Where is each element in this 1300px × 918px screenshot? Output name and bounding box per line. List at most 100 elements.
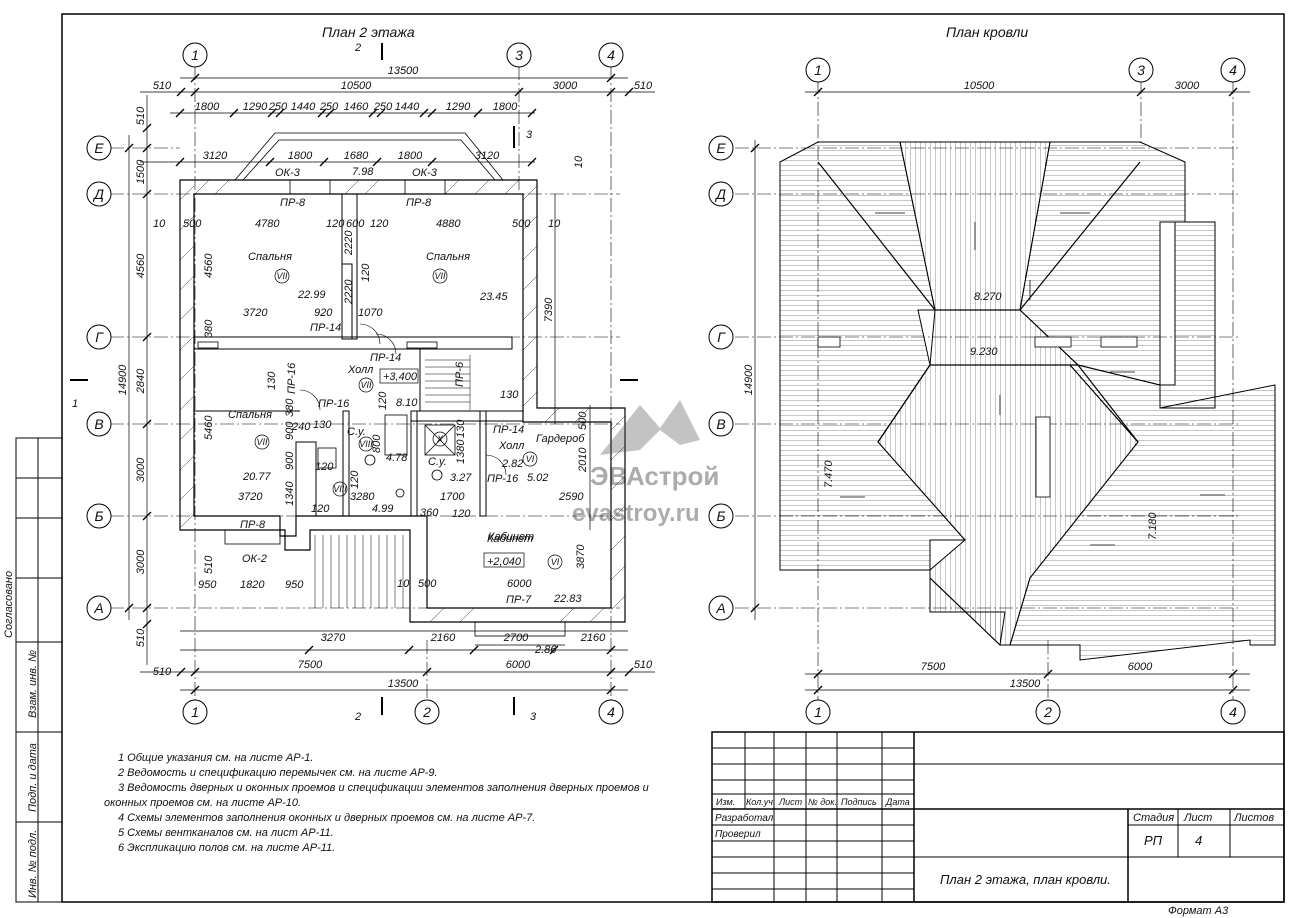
floor-plan-title: План 2 этажа	[322, 24, 415, 40]
fl-2: 7.98	[352, 166, 374, 178]
dim-left-1: 1500	[135, 159, 147, 184]
fl-38: 130	[313, 419, 332, 431]
dim-r3-2: 250	[268, 101, 288, 113]
roof-axis-G: Г	[717, 329, 726, 345]
dim-bottom-a: 7500	[298, 659, 323, 671]
fl-35: 900	[284, 421, 296, 440]
roof-dimension-lines	[754, 91, 1250, 691]
roof-axis-A: А	[715, 600, 725, 616]
fl-20: 1070	[358, 307, 383, 319]
fl-24: 23.45	[479, 291, 508, 303]
dim-r3-0: 1800	[195, 101, 220, 113]
room-num-bath: VIII	[333, 484, 347, 494]
fl-36: 380	[284, 398, 296, 417]
roof-level-3: 7.180	[1147, 512, 1159, 540]
dim-right-10: 10	[573, 155, 585, 168]
side-stamp	[15, 437, 63, 903]
stamp-col-sign: Подпись	[841, 797, 877, 807]
dim-b1-0: 3270	[321, 632, 346, 644]
section-markers	[70, 43, 638, 715]
roof-axis-B: Б	[716, 508, 725, 524]
dim-bottom-b: 6000	[506, 659, 531, 671]
fl-13: 10	[548, 218, 561, 230]
fl-10: 500	[183, 218, 202, 230]
room-num-wc1: VIII	[359, 439, 373, 449]
note-4: 4 Схемы элементов заполнения оконных и д…	[118, 812, 535, 824]
stamp-sheets-header: Листов	[1233, 812, 1274, 824]
section-3-top: 3	[526, 129, 533, 141]
room-num-wc2: X	[436, 434, 444, 444]
fl-43: 1380	[455, 439, 467, 464]
fl-3: ОК-3	[412, 167, 438, 179]
stamp-sheet-header: Лист	[1183, 812, 1212, 824]
floor-door-swings	[299, 323, 507, 476]
axis-A: А	[93, 600, 103, 616]
fl-17: 4560	[203, 253, 215, 278]
fl-45: Холл	[498, 440, 524, 452]
section-2-top: 2	[354, 42, 361, 54]
dim-top-edge-left: 510	[153, 80, 172, 92]
fl-66: ПР-8	[240, 519, 266, 531]
section-1-left: 1	[72, 398, 78, 410]
dim-b1-3: 2160	[580, 632, 606, 644]
roof-dim-d: 6000	[1128, 661, 1153, 673]
fl-19: 920	[314, 307, 333, 319]
roof-level-0: 8.270	[974, 291, 1002, 303]
stamp-checker: Проверил	[715, 829, 761, 840]
roof-plan-title: План кровли	[946, 24, 1028, 40]
axis-V: В	[94, 416, 103, 432]
room-num-bed1: VII	[276, 271, 288, 281]
fl-1: ПР-8	[280, 197, 306, 209]
dim-r3-4: 250	[319, 101, 339, 113]
fl-27: Холл	[347, 364, 373, 376]
fl-72: +2,040	[487, 556, 522, 568]
axis-2-bottom: 2	[422, 704, 431, 720]
floor-walls	[179, 179, 626, 623]
note-3: 3 Ведомость дверных и оконных проемов и …	[118, 782, 649, 794]
stamp-developer: Разработал	[715, 812, 774, 824]
fl-51: 2010	[577, 447, 589, 473]
fl-16: 120	[360, 263, 372, 282]
fl-46: 2.82	[501, 458, 523, 470]
axis-E: Е	[94, 140, 104, 156]
fl-70: 950	[285, 579, 304, 591]
dim-left-5: 3000	[135, 549, 147, 574]
note-3b: оконных проемов см. на листе АР-10.	[104, 797, 301, 809]
axis-1-top: 1	[191, 47, 199, 63]
room-num-cabinet: VI	[551, 557, 560, 567]
note-5: 5 Схемы вентканалов см. на лист АР-11.	[118, 827, 334, 839]
roof-axis-D: Д	[714, 186, 726, 202]
side-stamp-sign: Подп. и дата	[27, 743, 39, 812]
dim-bottom-total: 13500	[388, 678, 419, 690]
roof-slope-arrows	[779, 212, 1225, 546]
fl-7: 600	[346, 218, 365, 230]
roof-axis-3-top: 3	[1137, 62, 1145, 78]
fl-58: 3280	[350, 491, 375, 503]
dim-r4-0: 3120	[203, 150, 228, 162]
watermark-logo: ЭВАстрой evastroy.ru	[572, 400, 719, 527]
dim-top-total: 13500	[388, 65, 419, 77]
roof-axis-1-bottom: 1	[814, 704, 822, 720]
axis-4-bottom: 4	[607, 704, 615, 720]
fl-79: 2.86	[534, 644, 557, 656]
dim-r3-6: 250	[373, 101, 393, 113]
fl-40: 800	[371, 434, 383, 453]
dim-top-a: 10500	[341, 80, 372, 92]
axis-1-bottom: 1	[191, 704, 199, 720]
room-num-hall: VII	[360, 380, 372, 390]
dim-r4-2: 1680	[344, 150, 369, 162]
dim-r4-4: 3120	[475, 150, 500, 162]
section-2-bottom: 2	[354, 711, 361, 723]
watermark-brand: ЭВАстрой	[590, 461, 719, 491]
stamp-title: План 2 этажа, план кровли.	[940, 872, 1111, 887]
fl-23: 22.99	[297, 289, 326, 301]
roof-axis-E: Е	[716, 140, 726, 156]
roof-axis-V: В	[716, 416, 725, 432]
fl-0: ОК-3	[275, 167, 301, 179]
fl-8: 120	[370, 218, 389, 230]
room-num-bed2: VII	[434, 271, 446, 281]
roof-level-1: 9.230	[970, 346, 998, 358]
room-bedroom-1: Спальня	[248, 251, 292, 263]
room-bedroom-2: Спальня	[426, 251, 470, 263]
fl-41: 120	[377, 391, 389, 410]
